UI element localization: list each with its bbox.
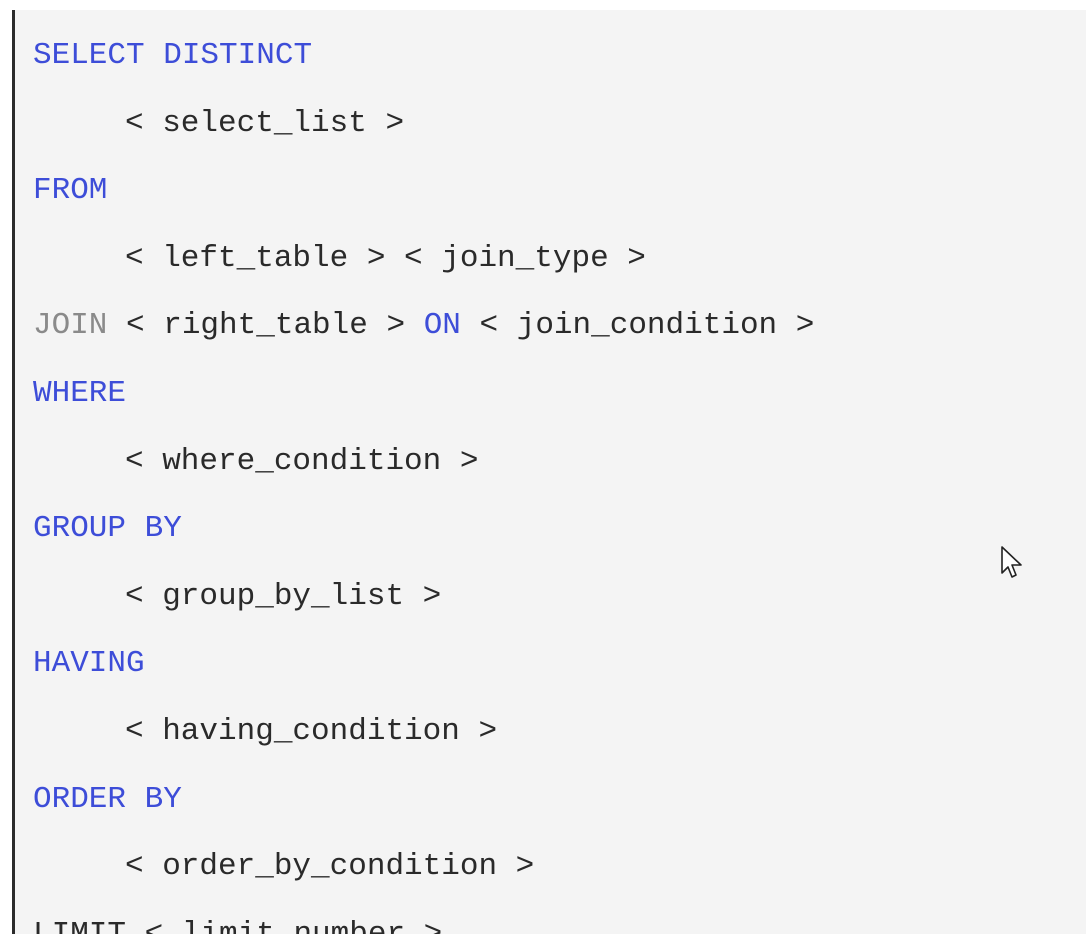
code-token-keyword: WHERE xyxy=(33,375,127,411)
code-lines: SELECT DISTINCT < select_list > FROM < left… xyxy=(33,22,814,934)
code-line: SELECT DISTINCT xyxy=(33,22,814,90)
code-token-placeholder: < group_by_list > xyxy=(125,578,442,614)
code-line: < having_condition > xyxy=(33,698,814,766)
code-token-keyword: ORDER BY xyxy=(33,781,182,817)
code-token-placeholder: LIMIT < limit_number > xyxy=(33,917,442,934)
code-line: HAVING xyxy=(33,630,814,698)
code-token-keyword: GROUP BY xyxy=(33,511,182,547)
code-line: GROUP BY xyxy=(33,495,814,563)
code-token-keyword: FROM xyxy=(33,173,108,209)
code-token-placeholder: < where_condition > xyxy=(125,443,479,479)
code-token-placeholder: < join_condition > xyxy=(460,308,815,344)
code-line: < left_table > < join_type > xyxy=(33,225,814,293)
code-token-keyword: HAVING xyxy=(33,646,145,682)
code-token-placeholder: < select_list > xyxy=(125,105,405,141)
code-line: < order_by_condition > xyxy=(33,833,814,901)
code-line: FROM xyxy=(33,157,814,225)
code-line: ORDER BY xyxy=(33,766,814,834)
code-token-placeholder: < right_table > xyxy=(107,308,424,344)
code-line: WHERE xyxy=(33,360,814,428)
code-line: JOIN < right_table > ON < join_condition… xyxy=(33,292,814,360)
code-token-placeholder: < order_by_condition > xyxy=(125,849,535,885)
code-line: < where_condition > xyxy=(33,428,814,496)
code-block: SELECT DISTINCT < select_list > FROM < left… xyxy=(12,10,1086,934)
code-token-keyword: ON xyxy=(423,308,461,344)
code-line: LIMIT < limit_number > xyxy=(33,901,814,934)
code-line: < select_list > xyxy=(33,90,814,158)
mouse-pointer-icon xyxy=(1001,546,1022,578)
code-token-placeholder: < left_table > < join_type > xyxy=(125,240,646,276)
code-token-placeholder: < having_condition > xyxy=(125,713,498,749)
code-token-join: JOIN xyxy=(33,308,108,344)
code-line: < group_by_list > xyxy=(33,563,814,631)
code-token-keyword: SELECT DISTINCT xyxy=(33,38,313,73)
